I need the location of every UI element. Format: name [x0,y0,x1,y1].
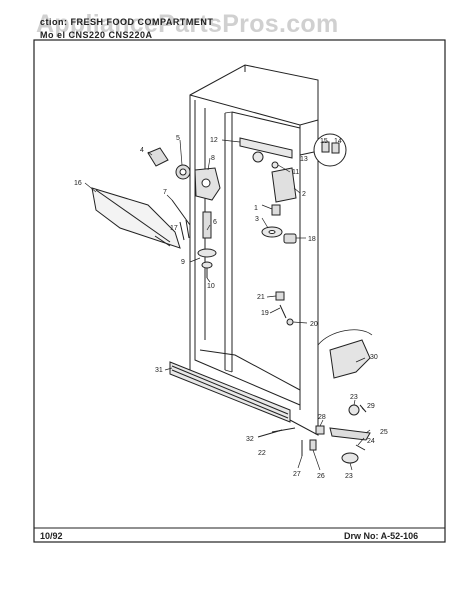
part-17 [179,219,190,241]
part-24 [355,444,366,451]
part-30 [329,339,371,379]
callout-1: 1 [254,205,258,212]
callout-5: 5 [176,135,180,142]
part-14-15-detail [299,133,347,167]
part-12-13-light [239,137,293,169]
part-21 [275,291,285,301]
callout-24: 24 [367,438,375,445]
leader-lines [84,139,371,471]
callout-14: 14 [334,138,342,145]
part-6 [202,211,212,239]
part-16-shelf [91,187,181,249]
callout-3: 3 [255,216,259,223]
watermark: AppliancePartsPros.com [36,10,339,38]
model-line: Mo el CNS220 CNS220A [40,30,153,40]
callout-32: 32 [246,436,254,443]
section-title: ction: FRESH FOOD COMPARTMENT [40,17,214,27]
callout-6: 6 [213,219,217,226]
part-7 [171,199,191,226]
callout-10: 10 [207,283,215,290]
callout-25: 25 [380,429,388,436]
callout-27: 27 [293,471,301,478]
part-4 [147,147,169,167]
cabinet-curve [317,329,373,346]
part-26 [309,439,317,451]
part-3 [261,226,283,238]
part-19 [279,304,287,319]
part-callouts: 1 2 3 4 5 6 7 8 9 10 11 12 13 14 15 16 1… [74,135,388,480]
callout-4: 4 [140,147,144,154]
diagram-frame [33,39,446,543]
callout-22: 22 [258,450,266,457]
part-28 [315,425,325,435]
callout-21: 21 [257,294,265,301]
footer-date: 10/92 [40,531,63,541]
part-20 [286,318,294,326]
mullion [224,111,233,373]
callout-26: 26 [317,473,325,480]
callout-23-upper: 23 [350,394,358,401]
callout-20: 20 [310,321,318,328]
callout-2: 2 [302,191,306,198]
callout-7: 7 [163,189,167,196]
part-9 [197,248,217,269]
part-32 [257,429,283,438]
part-18 [283,233,297,244]
callout-9: 9 [181,259,185,266]
part-23-lower [341,452,359,464]
part-25 [329,427,371,441]
callout-8: 8 [211,155,215,162]
callout-30: 30 [370,354,378,361]
part-5 [175,164,191,180]
callout-19: 19 [261,310,269,317]
callout-13: 13 [300,156,308,163]
part-23-upper [348,404,360,416]
callout-17: 17 [170,225,178,232]
callout-15: 15 [320,138,328,145]
part-29 [359,404,367,413]
part-8 [194,167,221,201]
callout-16: 16 [74,180,82,187]
part-1 [271,204,281,216]
callout-12: 12 [210,137,218,144]
callout-28: 28 [318,414,326,421]
callout-18: 18 [308,236,316,243]
callout-23-lower: 23 [345,473,353,480]
callout-29: 29 [367,403,375,410]
drawing-number: Drw No: A-52-106 [344,531,419,541]
callout-11: 11 [292,169,299,176]
bottom-grille [169,361,291,423]
callout-31: 31 [155,367,163,374]
